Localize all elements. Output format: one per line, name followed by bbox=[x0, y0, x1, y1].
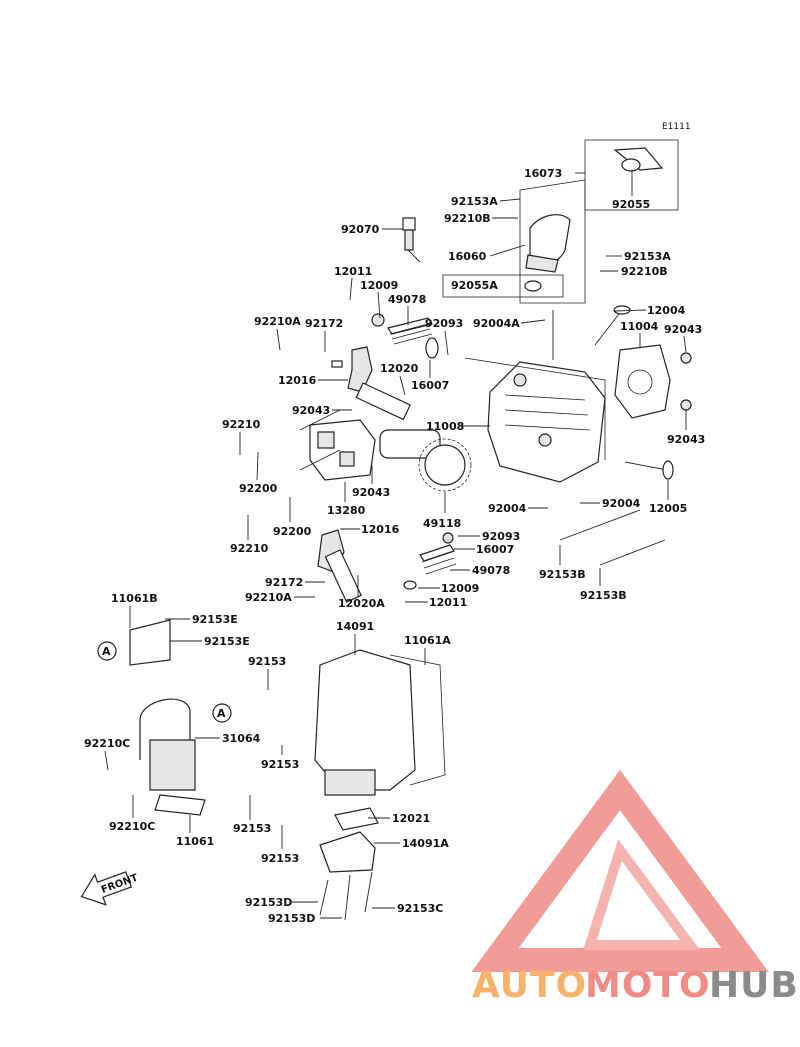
label-16007-2: 16007 bbox=[476, 543, 514, 556]
label-92153b-2: 92153B bbox=[580, 589, 627, 602]
box-16073 bbox=[575, 139, 679, 211]
label-92004a: 92004A bbox=[473, 317, 520, 330]
label-14091: 14091 bbox=[336, 620, 374, 633]
label-92153a-2: 92153A bbox=[624, 250, 671, 263]
cylinder-head bbox=[464, 357, 606, 483]
label-92153-2: 92153 bbox=[261, 758, 299, 771]
label-92153c: 92153C bbox=[397, 902, 443, 915]
label-11061b: 11061B bbox=[111, 592, 158, 605]
label-16007: 16007 bbox=[411, 379, 449, 392]
label-92004-2: 92004 bbox=[602, 497, 641, 510]
label-92004: 92004 bbox=[488, 502, 527, 515]
label-92200-2: 92200 bbox=[273, 525, 312, 538]
label-92210c-2: 92210C bbox=[109, 820, 155, 833]
label-12016-2: 12016 bbox=[361, 523, 400, 536]
label-92153d: 92153D bbox=[245, 896, 292, 909]
diagram-code: E1111 bbox=[662, 122, 691, 132]
watermark-moto: MOTO bbox=[585, 965, 711, 1006]
cam-holder bbox=[299, 409, 376, 481]
label-92153d-2: 92153D bbox=[268, 912, 315, 925]
label-16073: 16073 bbox=[524, 167, 562, 180]
part-labels: 16073 92055 92153A 92210B 92070 16060 92… bbox=[84, 167, 705, 925]
leader-lines bbox=[104, 198, 687, 919]
label-12016: 12016 bbox=[278, 374, 317, 387]
label-92210b: 92210B bbox=[444, 212, 491, 225]
label-92043: 92043 bbox=[664, 323, 702, 336]
label-49078: 49078 bbox=[388, 293, 426, 306]
label-92043-2: 92043 bbox=[292, 404, 330, 417]
watermark-text: AUTO MOTO HUB bbox=[472, 965, 799, 1006]
label-11061a: 11061A bbox=[404, 634, 451, 647]
label-92200: 92200 bbox=[239, 482, 278, 495]
label-12020a: 12020A bbox=[338, 597, 385, 610]
label-12005: 12005 bbox=[649, 502, 687, 515]
watermark-auto: AUTO bbox=[472, 965, 587, 1006]
label-13280: 13280 bbox=[327, 504, 366, 517]
label-92210a: 92210A bbox=[254, 315, 301, 328]
label-92043-4: 92043 bbox=[352, 486, 390, 499]
label-92153: 92153 bbox=[248, 655, 286, 668]
label-92043-3: 92043 bbox=[667, 433, 705, 446]
label-12011-2: 12011 bbox=[429, 596, 467, 609]
rocker-arm-lower bbox=[317, 529, 362, 603]
watermark-hub: HUB bbox=[709, 965, 799, 1006]
label-92210: 92210 bbox=[222, 418, 261, 431]
label-16060: 16060 bbox=[448, 250, 487, 263]
valves bbox=[552, 305, 674, 566]
watermark-logo bbox=[471, 769, 769, 972]
label-12021: 12021 bbox=[392, 812, 430, 825]
ref-circle-a-1: A bbox=[97, 641, 117, 661]
label-92153-3: 92153 bbox=[233, 822, 271, 835]
label-12009-2: 12009 bbox=[441, 582, 479, 595]
label-11008: 11008 bbox=[426, 420, 464, 433]
label-12009: 12009 bbox=[360, 279, 398, 292]
label-92172-2: 92172 bbox=[265, 576, 303, 589]
label-92093: 92093 bbox=[425, 317, 463, 330]
spark-plug bbox=[402, 217, 421, 263]
front-arrow: FRONT bbox=[80, 871, 140, 906]
label-12004: 12004 bbox=[647, 304, 686, 317]
label-92210-2: 92210 bbox=[230, 542, 269, 555]
label-92093-2: 92093 bbox=[482, 530, 520, 543]
label-92153e-2: 92153E bbox=[204, 635, 250, 648]
label-92153e: 92153E bbox=[192, 613, 238, 626]
label-11061: 11061 bbox=[176, 835, 214, 848]
label-92210a-2: 92210A bbox=[245, 591, 292, 604]
svg-text:A: A bbox=[217, 707, 226, 720]
label-14091a: 14091A bbox=[402, 837, 449, 850]
valve-spring-lower bbox=[403, 532, 457, 590]
label-31064: 31064 bbox=[222, 732, 261, 745]
svg-text:A: A bbox=[102, 645, 111, 658]
label-92055: 92055 bbox=[612, 198, 650, 211]
label-11004: 11004 bbox=[620, 320, 659, 333]
label-92153a: 92153A bbox=[451, 195, 498, 208]
head-gasket bbox=[614, 344, 692, 419]
rocker-arm-upper bbox=[331, 346, 411, 421]
label-92055a: 92055A bbox=[451, 279, 498, 292]
label-49078-2: 49078 bbox=[472, 564, 510, 577]
box-16060 bbox=[442, 179, 586, 304]
label-12011: 12011 bbox=[334, 265, 372, 278]
label-92070: 92070 bbox=[341, 223, 380, 236]
ref-circle-a-2: A bbox=[212, 703, 232, 723]
cover-bolts bbox=[319, 871, 373, 921]
label-12020: 12020 bbox=[380, 362, 419, 375]
label-92172: 92172 bbox=[305, 317, 343, 330]
cylinder-head-cover bbox=[314, 649, 446, 873]
camshaft bbox=[379, 429, 472, 492]
label-92210c: 92210C bbox=[84, 737, 130, 750]
label-92210b-2: 92210B bbox=[621, 265, 668, 278]
label-92153b: 92153B bbox=[539, 568, 586, 581]
label-92153-4: 92153 bbox=[261, 852, 299, 865]
label-49118: 49118 bbox=[423, 517, 461, 530]
valve-spring-upper bbox=[371, 313, 439, 359]
pipe-bracket bbox=[129, 619, 206, 816]
